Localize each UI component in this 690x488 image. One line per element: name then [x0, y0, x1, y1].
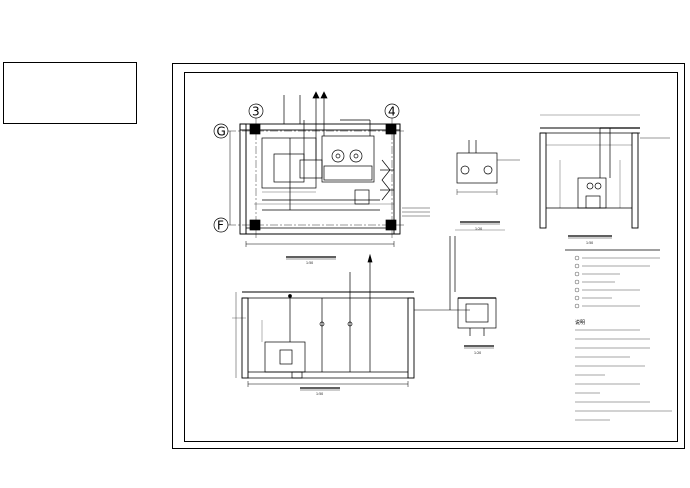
axis-label-g: G [217, 125, 226, 139]
scale-labels: 1:50 1:50 1:20 1:50 1:20 说明 [306, 227, 593, 396]
outer-frame [172, 63, 685, 449]
pipe-system [414, 236, 497, 349]
plan-a-scale: 1:50 [306, 261, 313, 265]
section-1-scale: 1:20 [475, 227, 482, 231]
notes-block [575, 329, 672, 421]
detail-scale: 1:20 [474, 351, 481, 355]
plan-b [232, 253, 415, 391]
pump-detail [455, 140, 520, 231]
section-view [539, 114, 670, 239]
legend-box [3, 62, 137, 124]
axis-label-3: 3 [252, 105, 260, 119]
notes-heading: 说明 [575, 319, 585, 326]
axis-label-f: F [217, 219, 224, 233]
equipment-list [565, 249, 660, 309]
section-scale: 1:50 [586, 241, 593, 245]
plan-a [213, 91, 430, 260]
axis-labels: 3 4 G F [217, 105, 396, 233]
inner-frame [184, 72, 678, 442]
axis-label-4: 4 [388, 105, 396, 119]
plan-b-scale: 1:50 [316, 392, 323, 396]
